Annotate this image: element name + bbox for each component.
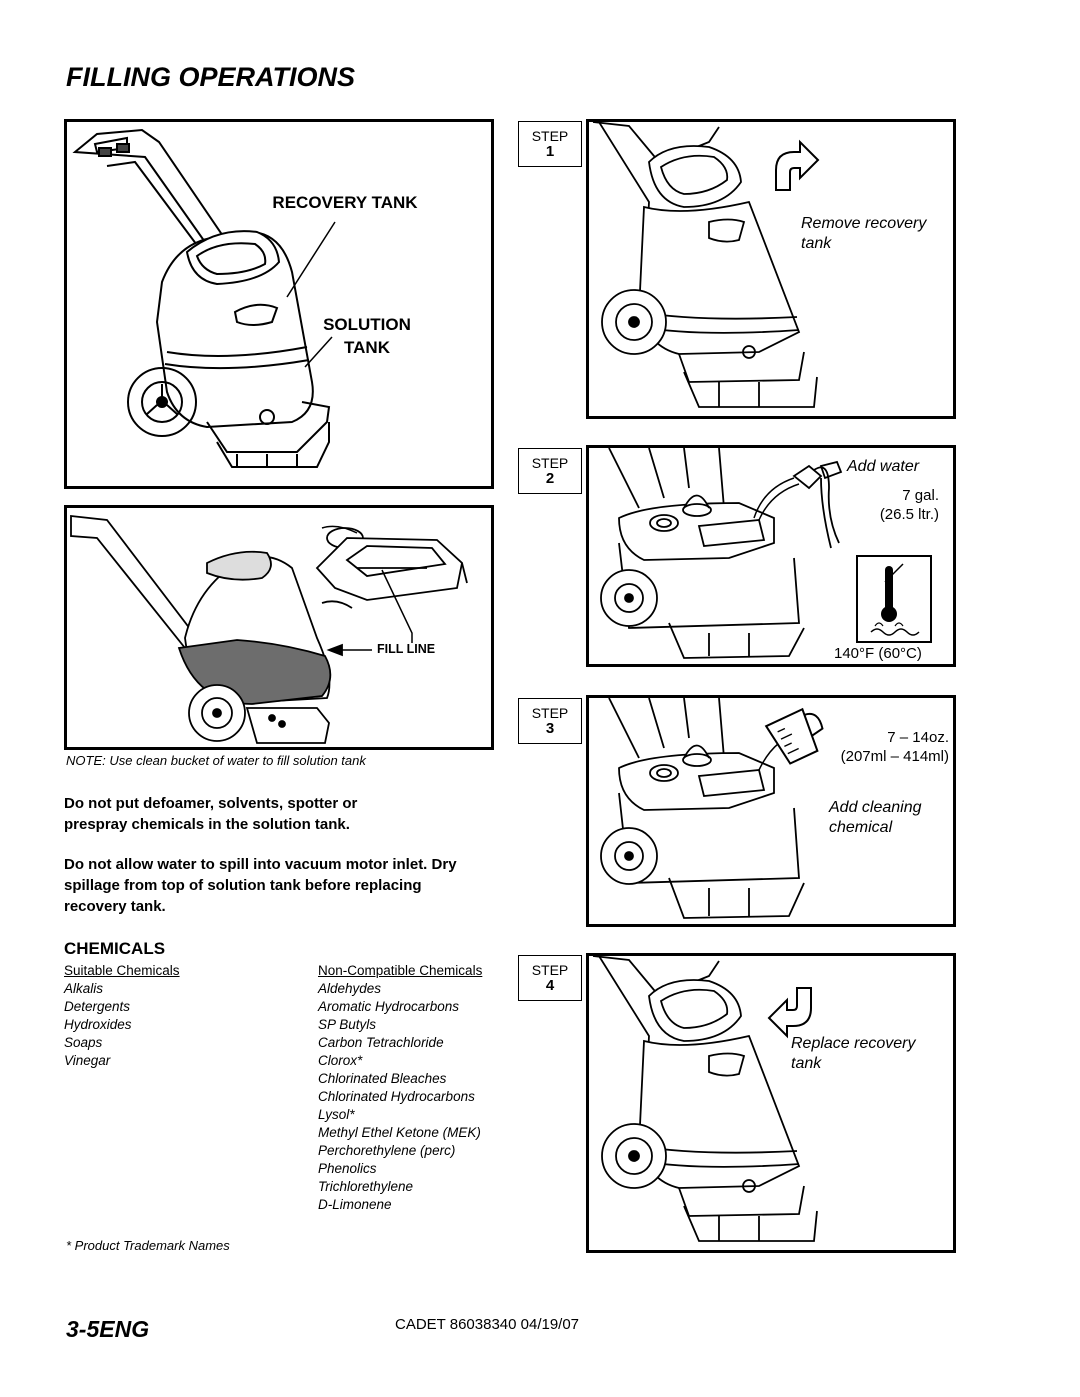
- list-item: Hydroxides: [64, 1017, 132, 1032]
- page-title: FILLING OPERATIONS: [66, 62, 355, 92]
- step-3-caption-line2: chemical: [829, 819, 893, 836]
- step-2-label: STEP: [531, 455, 569, 471]
- step-2-amount: 7 gal. (26.5 ltr.): [843, 486, 939, 524]
- step-3-amount: 7 – 14oz. (207ml – 414ml): [817, 728, 949, 766]
- curved-arrow-up-right-icon: [775, 139, 820, 191]
- step-4-panel: Replace recovery tank: [586, 953, 956, 1253]
- thermometer-icon: [856, 555, 932, 643]
- warning-spillage-line2: spillage from top of solution tank befor…: [64, 877, 422, 894]
- fill-line-label: FILL LINE: [377, 642, 436, 656]
- list-item: Trichlorethylene: [318, 1179, 414, 1194]
- machine-diagram-panel: RECOVERY TANK SOLUTION TANK: [64, 119, 494, 489]
- list-item: Clorox*: [318, 1053, 363, 1068]
- list-item: Carbon Tetrachloride: [318, 1035, 444, 1050]
- step-1-number: 1: [545, 143, 555, 160]
- step-3-caption: Add cleaning chemical: [829, 798, 922, 838]
- step-1-panel: Remove recovery tank: [586, 119, 956, 419]
- curved-arrow-down-left-icon: [767, 987, 812, 1039]
- step-4-illustration: [592, 956, 818, 1242]
- step-2-caption: Add water: [847, 458, 920, 475]
- solution-tank-label-line2: TANK: [344, 338, 390, 357]
- document-reference: CADET 86038340 04/19/07: [395, 1316, 580, 1333]
- warning-chemicals-line2: prespray chemicals in the solution tank.: [64, 816, 350, 833]
- list-item: Vinegar: [64, 1053, 111, 1068]
- warning-chemicals-line1: Do not put defoamer, solvents, spotter o…: [64, 795, 358, 812]
- list-item: Alkalis: [64, 981, 104, 996]
- solution-tank-label-line1: SOLUTION: [323, 315, 411, 334]
- trademark-footnote: * Product Trademark Names: [66, 1238, 230, 1253]
- list-item: Lysol*: [318, 1107, 355, 1122]
- warning-spillage-line1: Do not allow water to spill into vacuum …: [64, 856, 457, 873]
- fill-line-diagram-panel: FILL LINE: [64, 505, 494, 750]
- step-2-panel: Add water 7 gal. (26.5 ltr.) 140°F (60°C…: [586, 445, 956, 667]
- step-3-illustration: [600, 698, 824, 919]
- step-4-badge: STEP 4: [518, 955, 582, 1001]
- list-item: Aldehydes: [318, 981, 382, 996]
- step-4-caption-line2: tank: [791, 1055, 822, 1072]
- step-1-badge: STEP 1: [518, 121, 582, 167]
- step-2-temperature: 140°F (60°C): [834, 645, 922, 662]
- step-1-label: STEP: [531, 128, 569, 144]
- fill-note: NOTE: Use clean bucket of water to fill …: [66, 753, 366, 768]
- step-1-illustration: [592, 122, 820, 408]
- noncompatible-chemicals-list: Non-Compatible Chemicals Aldehydes Aroma…: [318, 962, 528, 1214]
- list-item: Phenolics: [318, 1161, 377, 1176]
- step-2-number: 2: [545, 470, 555, 487]
- step-4-label: STEP: [531, 962, 569, 978]
- list-item: Perchorethylene (perc): [318, 1143, 456, 1158]
- step-2-amount-gal: 7 gal.: [902, 487, 939, 504]
- noncompatible-chemicals-header: Non-Compatible Chemicals: [318, 963, 483, 978]
- list-item: Chlorinated Bleaches: [318, 1071, 447, 1086]
- warning-chemicals: Do not put defoamer, solvents, spotter o…: [64, 793, 524, 835]
- step-2-amount-ltr: (26.5 ltr.): [879, 506, 939, 523]
- step-2-illustration: [600, 448, 932, 659]
- step-4-caption-line1: Replace recovery: [791, 1035, 916, 1052]
- warning-spillage-line3: recovery tank.: [64, 898, 166, 915]
- step-3-number: 3: [545, 720, 555, 737]
- step-3-label: STEP: [531, 705, 569, 721]
- step-3-panel: 7 – 14oz. (207ml – 414ml) Add cleaning c…: [586, 695, 956, 927]
- machine-illustration: [72, 128, 336, 468]
- step-1-caption-line2: tank: [801, 235, 832, 252]
- chemicals-heading: CHEMICALS: [64, 939, 166, 958]
- warning-spillage: Do not allow water to spill into vacuum …: [64, 854, 544, 917]
- step-3-amount-ml: (207ml – 414ml): [840, 748, 949, 765]
- step-4-number: 4: [545, 977, 555, 994]
- list-item: Methyl Ethel Ketone (MEK): [318, 1125, 481, 1140]
- step-1-caption-line1: Remove recovery: [801, 215, 927, 232]
- step-1-caption: Remove recovery tank: [801, 214, 926, 254]
- list-item: SP Butyls: [318, 1017, 377, 1032]
- suitable-chemicals-header: Suitable Chemicals: [64, 963, 180, 978]
- recovery-tank-label: RECOVERY TANK: [272, 193, 418, 212]
- list-item: Chlorinated Hydrocarbons: [318, 1089, 475, 1104]
- list-item: D-Limonene: [318, 1197, 392, 1212]
- list-item: Soaps: [64, 1035, 103, 1050]
- step-3-amount-oz: 7 – 14oz.: [887, 729, 949, 746]
- page-number: 3-5ENG: [66, 1316, 150, 1342]
- list-item: Detergents: [64, 999, 131, 1014]
- step-4-caption: Replace recovery tank: [791, 1034, 916, 1074]
- fill-line-illustration: [70, 514, 468, 744]
- step-3-caption-line1: Add cleaning: [829, 799, 922, 816]
- list-item: Aromatic Hydrocarbons: [318, 999, 460, 1014]
- suitable-chemicals-list: Suitable Chemicals Alkalis Detergents Hy…: [64, 962, 294, 1070]
- step-2-badge: STEP 2: [518, 448, 582, 494]
- measuring-cup-icon: [764, 707, 824, 765]
- step-3-badge: STEP 3: [518, 698, 582, 744]
